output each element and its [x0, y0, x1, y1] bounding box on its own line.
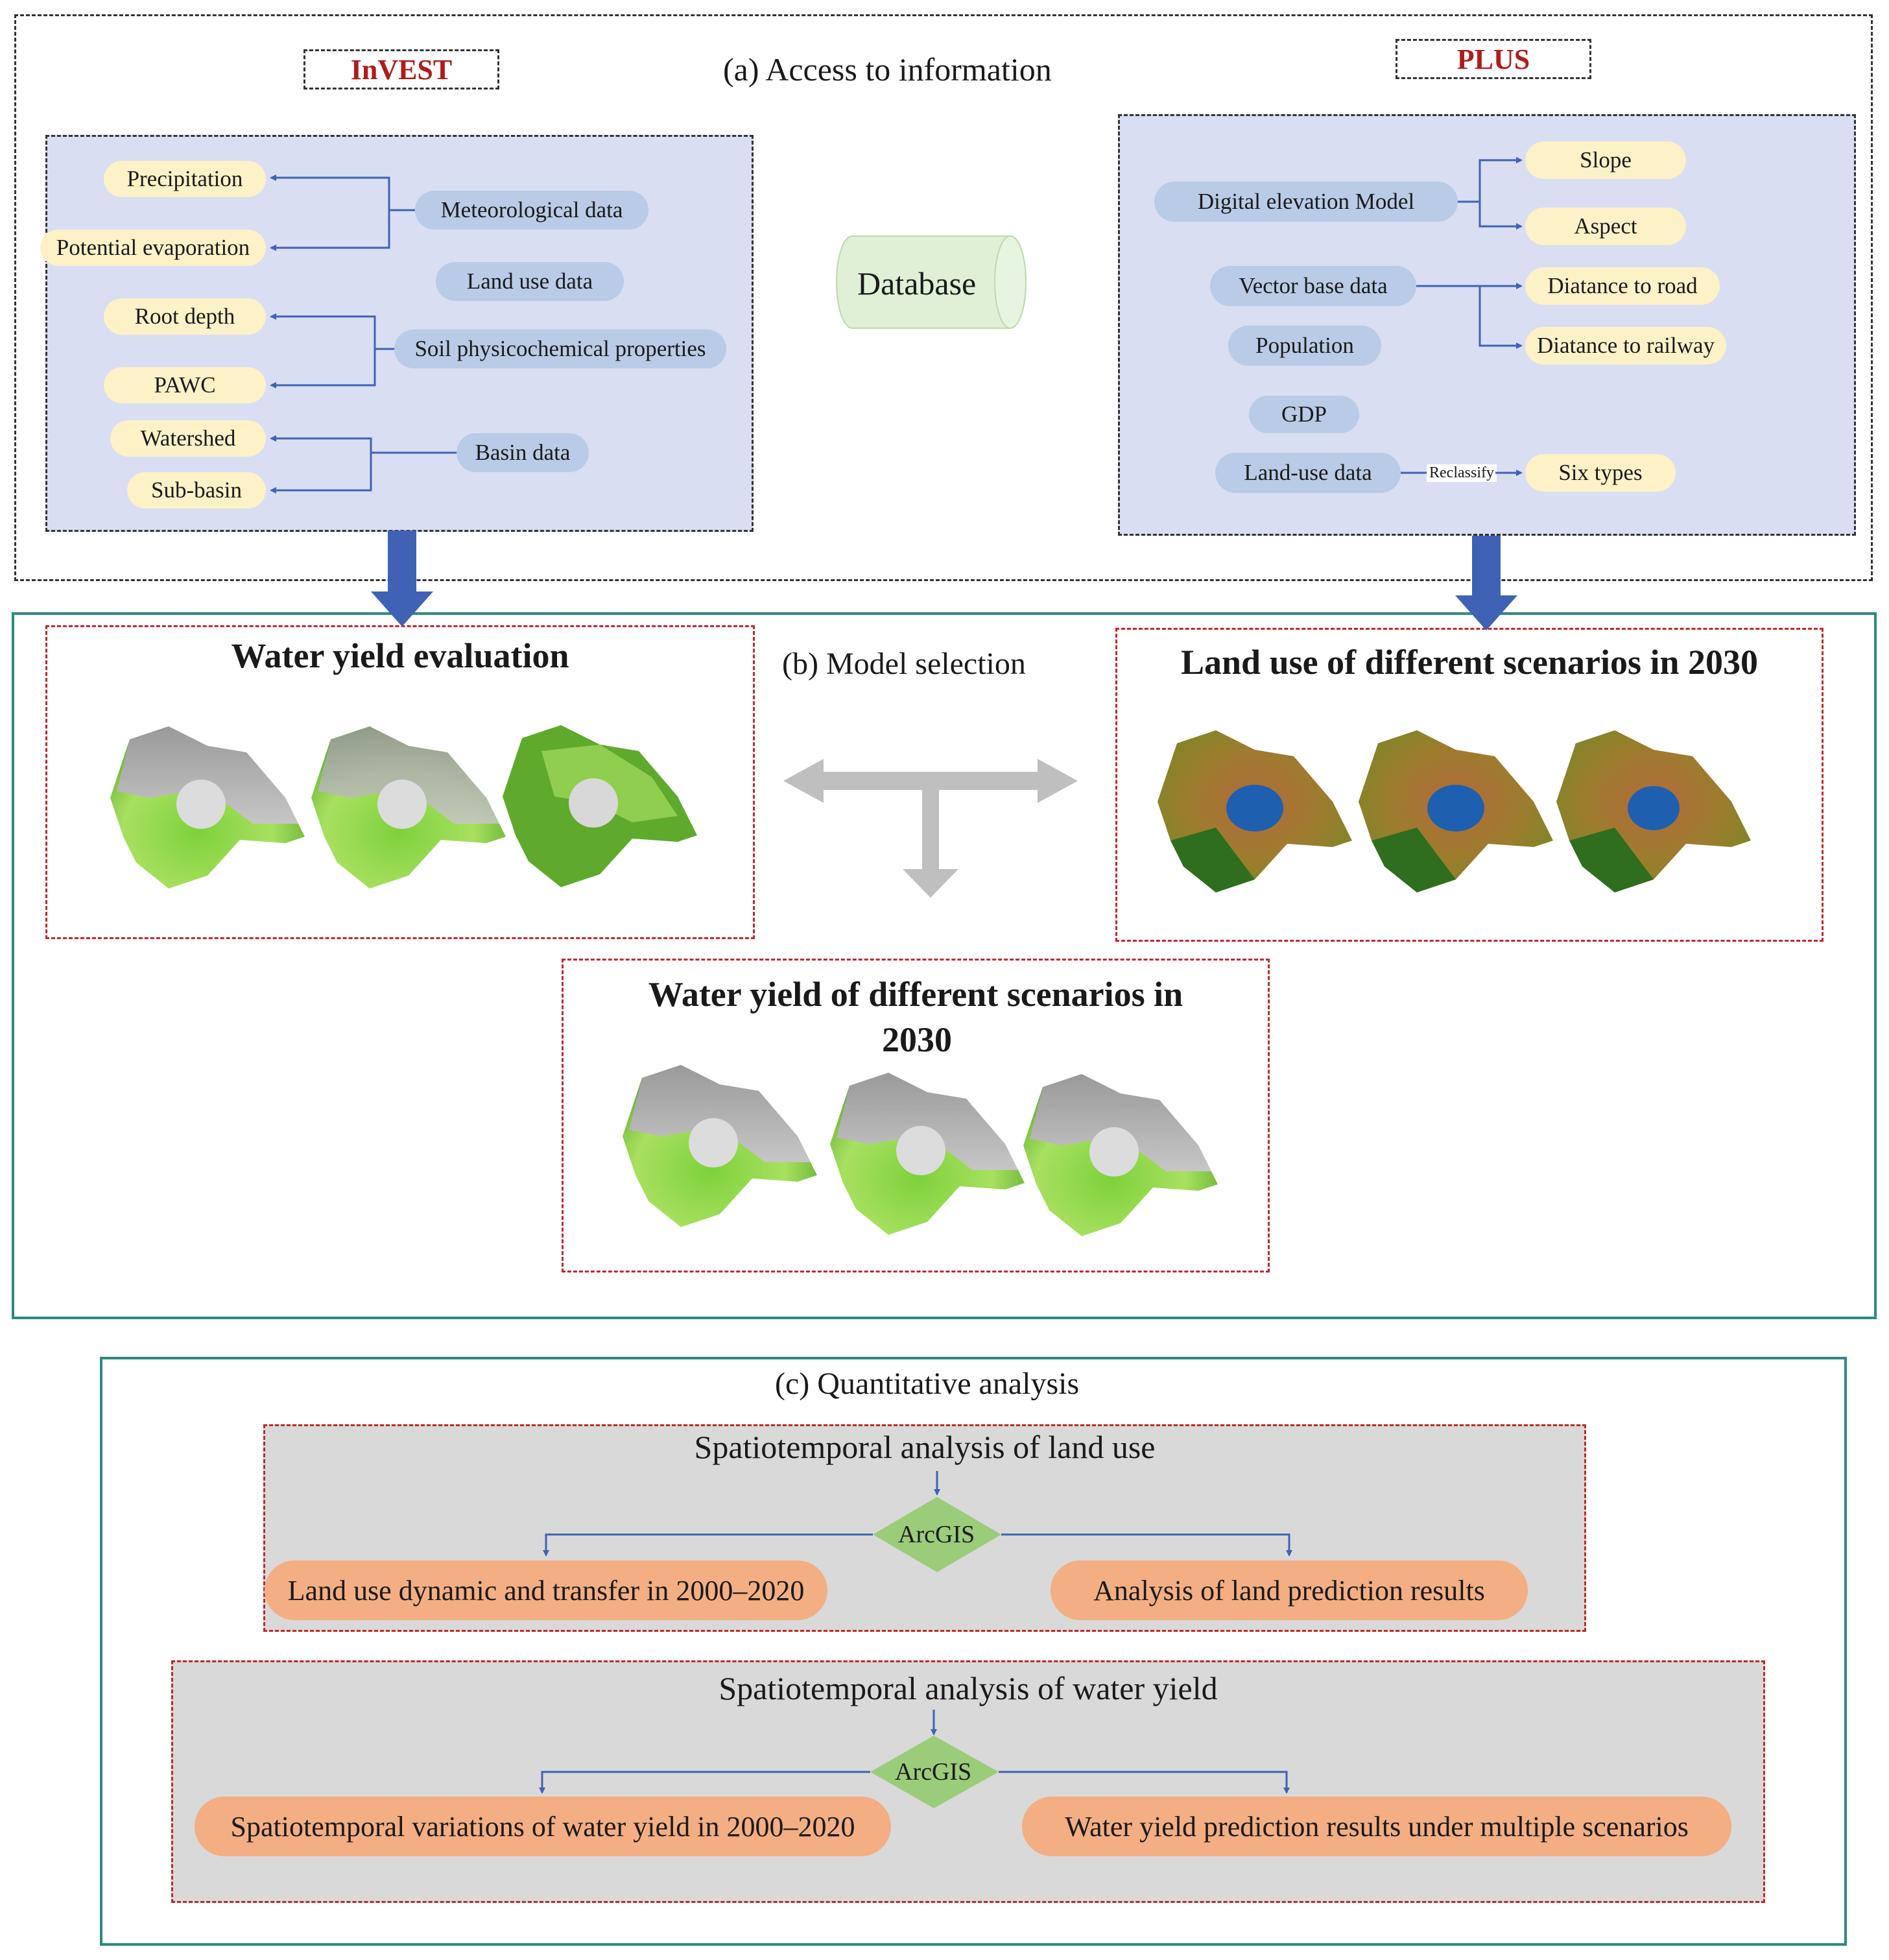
analysis-connectors — [539, 1471, 1292, 1794]
land-use-scenarios-box — [1115, 628, 1824, 942]
water-yield-prediction-pill: Water yield prediction results under mul… — [1022, 1797, 1731, 1856]
six-types-pill: Six types — [1525, 454, 1676, 492]
section-c-title: (c) Quantitative analysis — [775, 1367, 1080, 1401]
arcgis-diamond-land — [873, 1497, 1001, 1572]
soil-properties-pill: Soil physicochemical properties — [394, 329, 726, 368]
arcgis-diamond-water — [870, 1736, 999, 1808]
water-yield-eval-maps — [110, 725, 697, 889]
section-c-frame — [100, 1357, 1847, 1946]
land-prediction-analysis-pill: Analysis of land prediction results — [1051, 1560, 1528, 1620]
arcgis-label-land: ArcGIS — [898, 1521, 975, 1548]
section-b-frame — [12, 612, 1877, 1319]
model-selection-arrows — [783, 759, 1078, 898]
arcgis-label-water: ArcGIS — [895, 1758, 972, 1786]
land-use-analysis-title: Spatiotemporal analysis of land use — [694, 1429, 1156, 1465]
water-yield-eval-box — [45, 625, 755, 939]
land-use-scenario-maps — [1158, 730, 1751, 892]
section-b-title: (b) Model selection — [782, 647, 1026, 681]
big-down-arrows — [371, 531, 1517, 630]
database-cylinder: Database — [835, 233, 1030, 331]
database-label: Database — [857, 265, 977, 302]
section-a-frame — [14, 14, 1873, 581]
water-yield-scenarios-title-2: 2030 — [882, 1020, 952, 1059]
vector-base-pill: Vector base data — [1210, 266, 1416, 306]
land-use-dynamic-pill: Land use dynamic and transfer in 2000–20… — [265, 1560, 827, 1620]
pawc-pill: PAWC — [104, 367, 266, 403]
plus-connectors — [1401, 157, 1523, 476]
land-use-scenarios-title: Land use of different scenarios in 2030 — [1180, 643, 1759, 682]
water-yield-scenario-maps — [623, 1065, 1218, 1236]
slope-pill: Slope — [1525, 141, 1686, 179]
water-yield-eval-title: Water yield evaluation — [231, 636, 569, 675]
road-distance-pill: Diatance to road — [1525, 267, 1720, 305]
land-use-data-plus-pill: Land-use data — [1215, 453, 1401, 493]
sub-basin-pill: Sub-basin — [127, 472, 266, 508]
precipitation-pill: Precipitation — [104, 161, 266, 197]
aspect-pill: Aspect — [1525, 208, 1686, 245]
water-yield-analysis-title: Spatiotemporal analysis of water yield — [719, 1670, 1218, 1706]
water-yield-scenarios-title-1: Water yield of different scenarios in — [648, 975, 1183, 1014]
reclassify-label: Reclassify — [1427, 464, 1497, 482]
meteorological-data-pill: Meteorological data — [415, 191, 648, 230]
invest-label: InVEST — [303, 49, 499, 90]
invest-connectors — [270, 174, 457, 494]
population-pill: Population — [1228, 326, 1381, 366]
section-a-title: (a) Access to information — [723, 51, 1052, 88]
water-yield-variations-pill: Spatiotemporal variations of water yield… — [195, 1797, 891, 1856]
plus-label: PLUS — [1396, 39, 1591, 79]
water-yield-scenarios-box — [562, 959, 1270, 1273]
land-use-data-pill: Land use data — [436, 262, 624, 301]
gdp-pill: GDP — [1249, 396, 1359, 433]
watershed-pill: Watershed — [110, 420, 266, 457]
basin-data-pill: Basin data — [457, 433, 589, 472]
dem-pill: Digital elevation Model — [1154, 182, 1458, 222]
root-depth-pill: Root depth — [104, 298, 266, 335]
potential-evaporation-pill: Potential evaporation — [40, 230, 266, 266]
railway-distance-pill: Diatance to railway — [1525, 327, 1726, 365]
